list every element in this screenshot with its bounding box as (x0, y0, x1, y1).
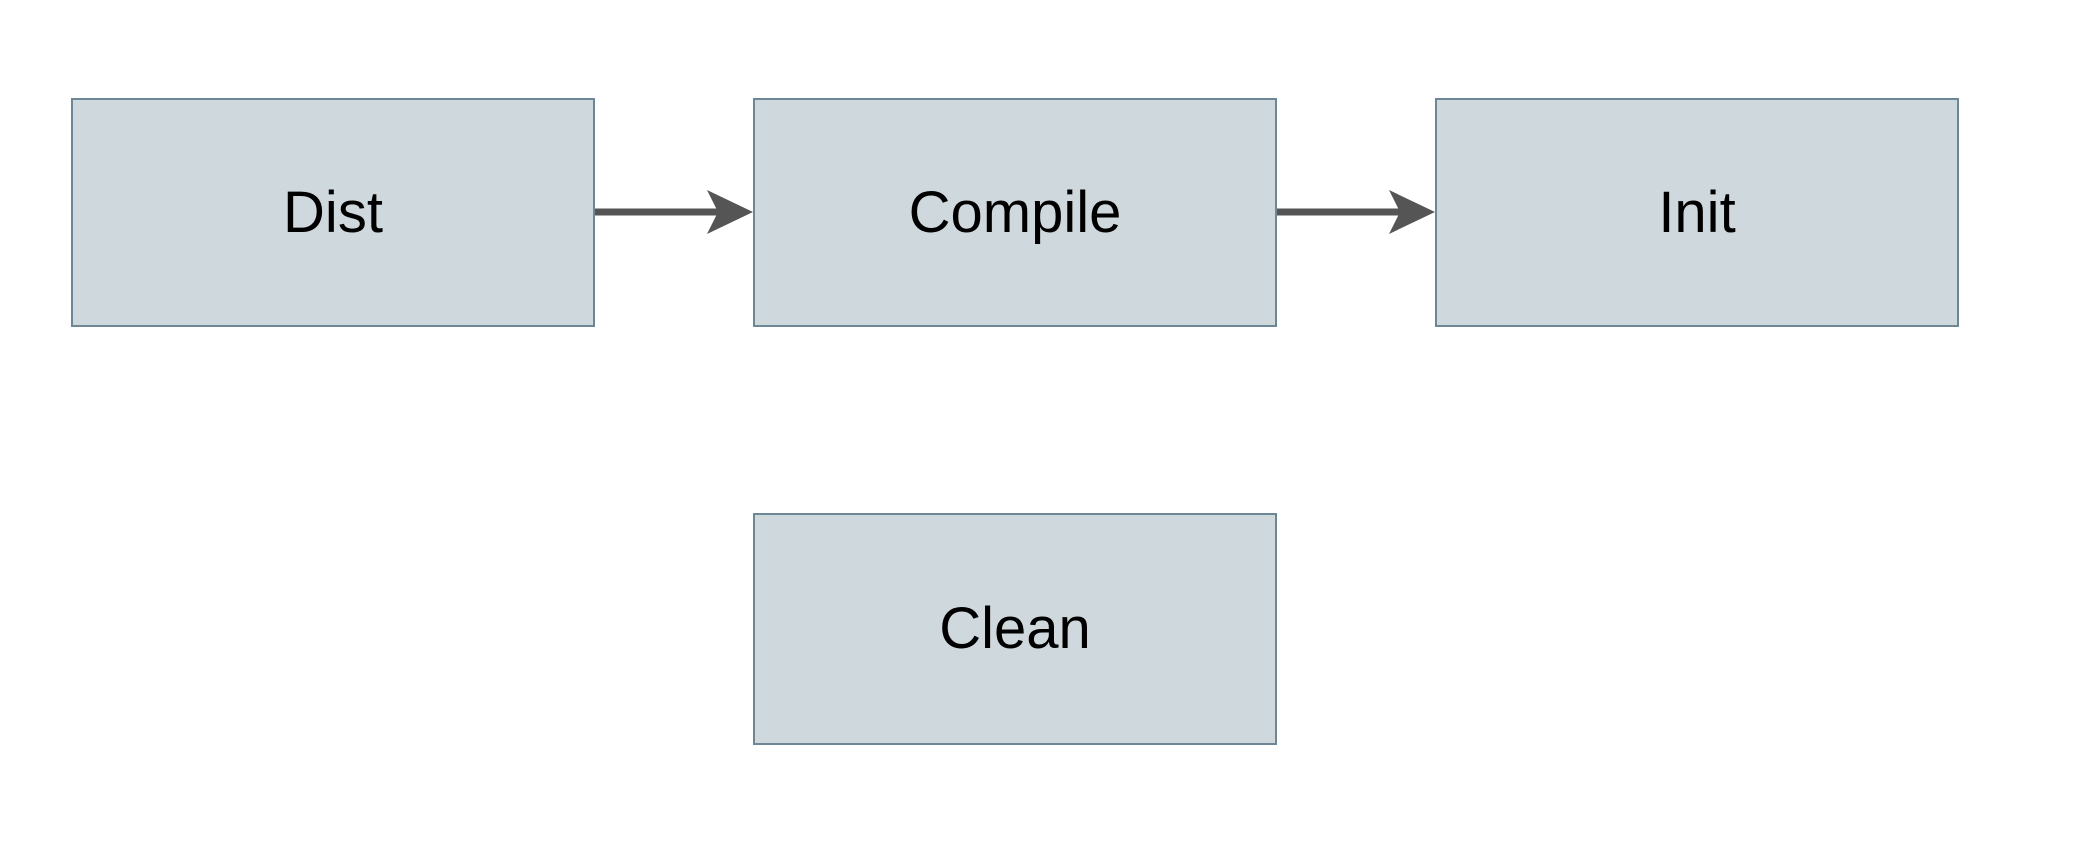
edge-compile-to-init[interactable] (1277, 190, 1435, 234)
node-init-label: Init (1658, 179, 1736, 245)
edge-dist-to-compile[interactable] (595, 190, 753, 234)
node-init[interactable]: Init (1435, 98, 1959, 327)
edge-compile-to-init-arrowhead (1389, 190, 1435, 234)
node-compile-label: Compile (908, 179, 1122, 245)
node-clean-label: Clean (939, 596, 1091, 661)
node-compile[interactable]: Compile (753, 98, 1277, 327)
node-clean[interactable]: Clean (753, 513, 1277, 745)
node-dist-label: Dist (283, 179, 383, 245)
edge-dist-to-compile-arrowhead (707, 190, 753, 234)
node-dist[interactable]: Dist (71, 98, 595, 327)
